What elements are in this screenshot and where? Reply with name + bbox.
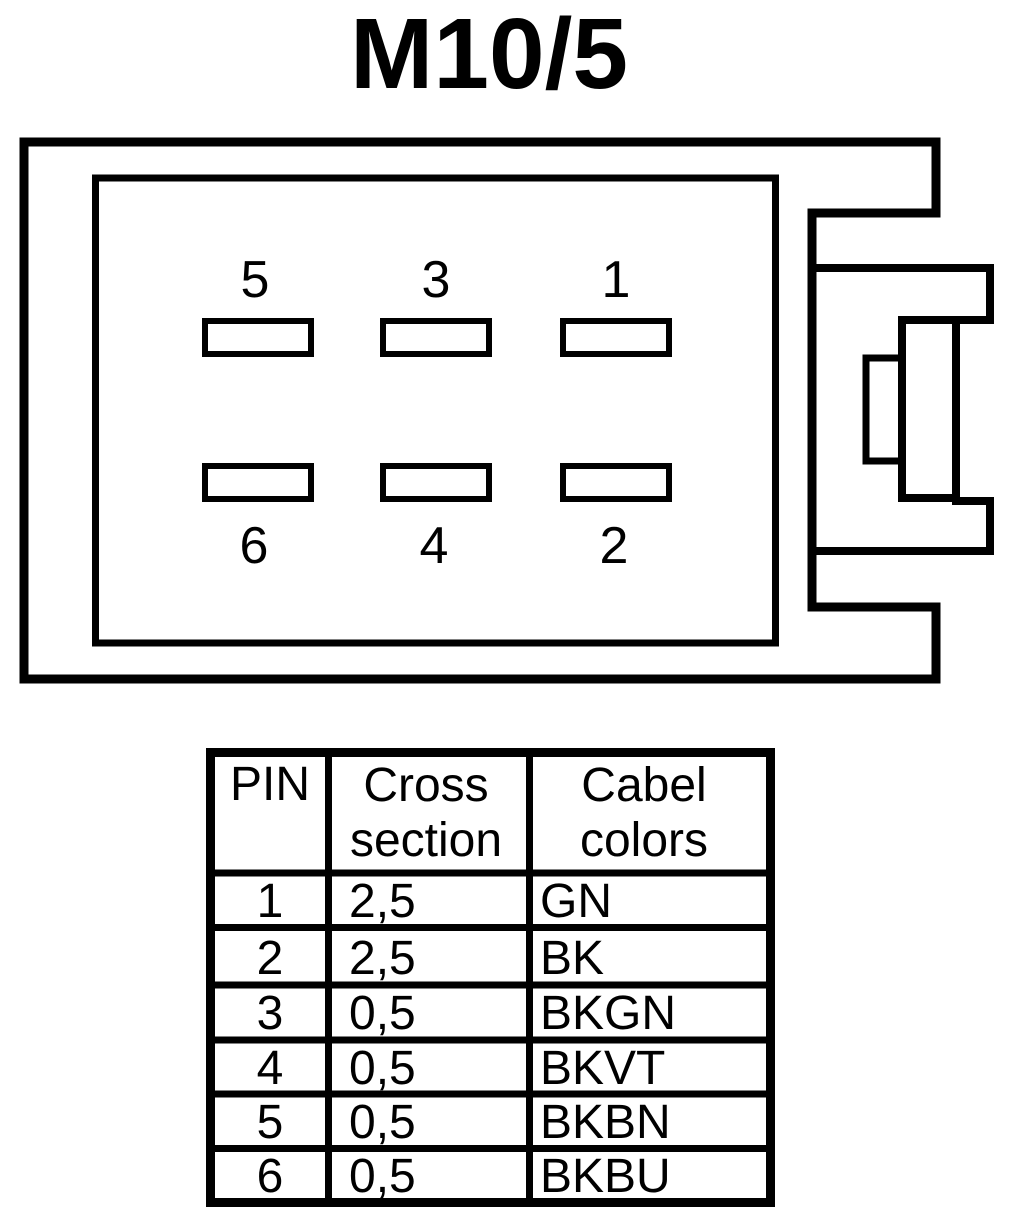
connector-guide-rail	[898, 316, 960, 502]
table-row4-pin: 4	[257, 1042, 284, 1095]
pin-slot-6	[202, 463, 314, 502]
table-row3-pin: 3	[257, 987, 284, 1040]
table-header-cable-colors-line2: colors	[580, 814, 708, 867]
table-header-cross-section-line1: Cross	[363, 759, 488, 812]
page-title: M10/5	[350, 0, 628, 110]
table-row3-cable-color: BKGN	[540, 987, 676, 1040]
table-row1-pin: 1	[257, 875, 284, 928]
table-row2-pin: 2	[257, 932, 284, 985]
connector-front-view: 5 3 1 6 4 2	[19, 137, 994, 684]
table-row2-cable-color: BK	[540, 932, 604, 985]
pin-slot-5	[202, 318, 314, 357]
table-row5-cable-color: BKBN	[540, 1096, 671, 1149]
pin-label-6: 6	[240, 517, 269, 575]
pinout-table: PIN Cross section Cabel colors 1 2,5 GN …	[206, 748, 775, 1207]
table-row4-cable-color: BKVT	[540, 1042, 665, 1095]
pin-slot-1	[560, 318, 672, 357]
table-header-cable-colors-line1: Cabel	[581, 759, 706, 812]
connector-guide-tab	[862, 354, 906, 465]
connector-inner-face	[92, 174, 779, 647]
table-row1-cross-section: 2,5	[349, 875, 416, 928]
table-row3-cross-section: 0,5	[349, 987, 416, 1040]
connector-housing-outline	[19, 137, 941, 684]
table-row6-pin: 6	[257, 1150, 284, 1203]
pin-label-3: 3	[422, 251, 451, 309]
table-row6-cable-color: BKBU	[540, 1150, 671, 1203]
table-row5-pin: 5	[257, 1096, 284, 1149]
table-outer-border	[206, 748, 775, 1207]
pin-slot-3	[380, 318, 492, 357]
table-row4-cross-section: 0,5	[349, 1042, 416, 1095]
pin-label-1: 1	[602, 251, 631, 309]
pin-label-4: 4	[420, 517, 449, 575]
table-row1-cable-color: GN	[540, 875, 612, 928]
table-header-cross-section-line2: section	[350, 814, 502, 867]
table-row5-cross-section: 0,5	[349, 1096, 416, 1149]
table-row2-cross-section: 2,5	[349, 932, 416, 985]
pin-label-5: 5	[241, 251, 270, 309]
pin-slot-2	[560, 463, 672, 502]
pin-slot-4	[380, 463, 492, 502]
pin-label-2: 2	[600, 517, 629, 575]
table-row6-cross-section: 0,5	[349, 1150, 416, 1203]
table-header-pin: PIN	[230, 758, 310, 811]
